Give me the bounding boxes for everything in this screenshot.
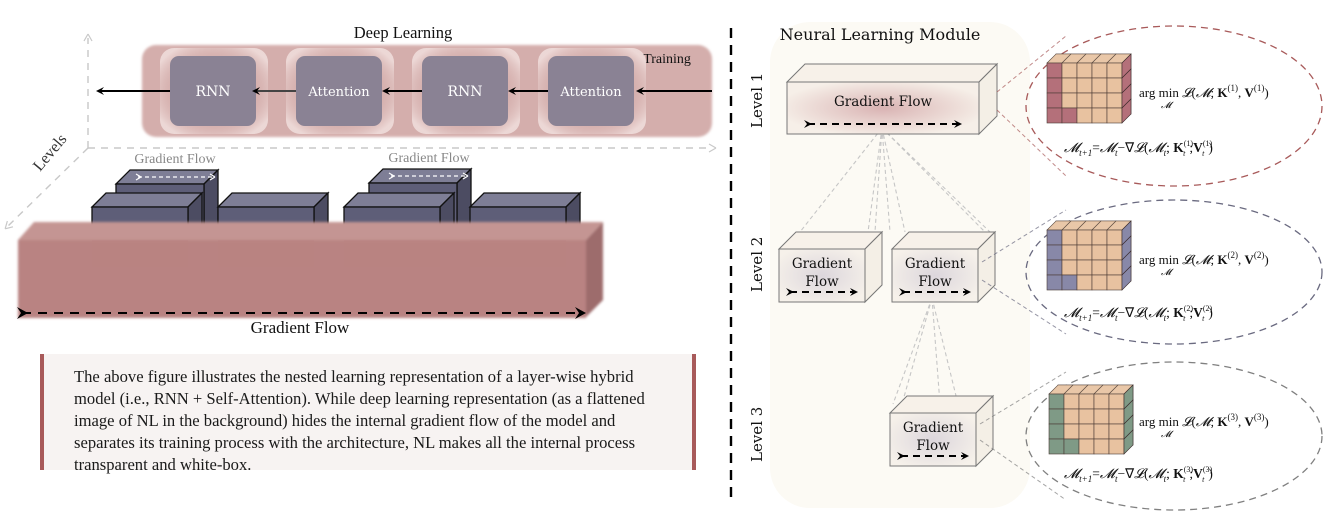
gradient-flow-label: Gradient: [792, 256, 853, 272]
block-overlay: [92, 240, 188, 267]
gradient-flow-label: Flow: [916, 438, 950, 454]
neural-learning-module-panel: Neural Learning Module Level 1 Level 2 L…: [748, 22, 1323, 511]
callout-ellipse: [1025, 361, 1323, 511]
hierarchy-link: [931, 297, 941, 405]
pipeline-block-label: RNN: [447, 84, 482, 100]
caption-text: The above figure illustrates the nested …: [74, 367, 645, 474]
training-label: Training: [643, 52, 691, 67]
level-label-1: Level 1: [748, 73, 766, 128]
update-formula: 𝓜t+1=𝓜t−∇𝓛(𝓜t; K(1)t;V(1)t): [1064, 139, 1213, 158]
deep-learning-panel: Levels Deep Learning Training RNN Attenti…: [4, 23, 717, 337]
gradient-flow-label: Gradient: [905, 256, 966, 272]
callout-link: [981, 279, 1067, 335]
update-formula: 𝓜t+1=𝓜t−∇𝓛(𝓜t; K(2)t;V(2)t): [1064, 304, 1213, 323]
callout-link: [996, 109, 1067, 177]
argmin-subscript: 𝓜: [1161, 267, 1174, 277]
memory-callout-level-2: arg min 𝓛(𝓜; K(2), V(2))𝓜 𝓜t+1=𝓜t−∇𝓛(𝓜t; …: [981, 199, 1323, 345]
hierarchy-link: [874, 127, 883, 233]
callout-ellipse: [1025, 25, 1323, 187]
objective-formula: arg min 𝓛(𝓜; K(2), V(2)): [1139, 250, 1269, 267]
hierarchy-link: [799, 127, 883, 233]
levels-axis-label: Levels: [30, 131, 70, 175]
pipeline-block-rnn: RNN: [160, 48, 268, 134]
level-label-3: Level 3: [748, 407, 766, 462]
memory-callout-level-1: arg min 𝓛(𝓜; K(1), V(1))𝓜 𝓜t+1=𝓜t−∇𝓛(𝓜t; …: [996, 25, 1323, 187]
hierarchy-link: [867, 127, 883, 233]
block-overlay: [344, 240, 440, 267]
hierarchy-link: [881, 127, 991, 233]
pipeline-block-attention: Attention: [538, 48, 646, 134]
pipeline-block-label: Attention: [307, 85, 370, 100]
caption-box: The above figure illustrates the nested …: [40, 354, 696, 474]
flattened-nl-base-box: [18, 222, 603, 318]
argmin-subscript: 𝓜: [1161, 429, 1174, 439]
hierarchy-link: [892, 297, 933, 405]
pipeline-block-attention: Attention: [286, 48, 394, 134]
gradient-flow-label: Flow: [805, 274, 839, 290]
module-title: Neural Learning Module: [780, 25, 981, 44]
memory-callout-level-3: arg min 𝓛(𝓜; K(3), V(3))𝓜 𝓜t+1=𝓜t−∇𝓛(𝓜t; …: [979, 361, 1323, 511]
upper-gradient-label-2: Gradient Flow: [388, 151, 470, 166]
hierarchy-link: [881, 127, 906, 233]
callout-link: [981, 209, 1067, 263]
pipeline-block-rnn: RNN: [412, 48, 520, 134]
deep-learning-title: Deep Learning: [354, 23, 453, 42]
level-1-gradient-box: Gradient Flow: [785, 62, 999, 136]
callout-link: [979, 439, 1067, 501]
gradient-flow-label: Flow: [918, 274, 952, 290]
gradient-flow-label: Gradient Flow: [834, 94, 932, 110]
block-overlay: [218, 240, 314, 267]
upper-gradient-label-1: Gradient Flow: [134, 152, 216, 167]
pipeline-block-label: RNN: [195, 84, 230, 100]
gradient-flow-label: Gradient: [903, 420, 964, 436]
callout-link: [996, 35, 1067, 93]
memory-tensor-cube: [1048, 384, 1134, 455]
block-overlay: [470, 240, 566, 267]
memory-tensor-cube: [1046, 220, 1132, 291]
hierarchy-link: [881, 127, 986, 233]
callout-ellipse: [1025, 199, 1323, 345]
levels-axis-diagonal: [4, 147, 89, 230]
argmin-subscript: 𝓜: [1161, 100, 1174, 110]
memory-tensor-cube: [1046, 53, 1132, 124]
level-label-2: Level 2: [748, 237, 766, 292]
update-formula: 𝓜t+1=𝓜t−∇𝓛(𝓜t; K(3)t;V(3)t): [1064, 465, 1213, 484]
base-gradient-label: Gradient Flow: [251, 318, 350, 337]
pipeline-block-label: Attention: [559, 85, 622, 100]
objective-formula: arg min 𝓛(𝓜; K(3), V(3)): [1139, 412, 1269, 429]
callout-link: [979, 371, 1067, 425]
hierarchy-link: [881, 127, 891, 233]
objective-formula: arg min 𝓛(𝓜; K(1), V(1)): [1139, 83, 1269, 100]
hierarchy-link: [901, 297, 933, 405]
